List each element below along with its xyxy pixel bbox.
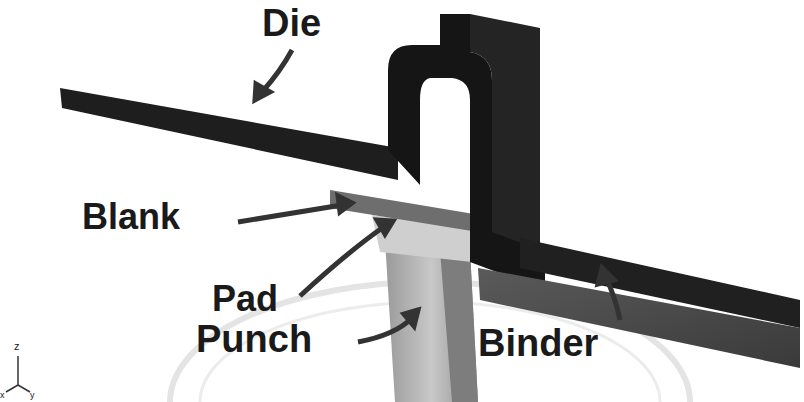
axis-label: y bbox=[30, 390, 35, 400]
punch-part bbox=[385, 240, 478, 402]
blank-part bbox=[330, 190, 480, 232]
leader-lines bbox=[238, 50, 620, 342]
axis-triad bbox=[6, 356, 30, 392]
die-part bbox=[470, 14, 540, 250]
punch-part bbox=[440, 250, 478, 402]
part-label: Die bbox=[262, 2, 321, 45]
axis-label: z bbox=[14, 340, 20, 352]
binder-part bbox=[478, 268, 800, 368]
part-label: Binder bbox=[478, 322, 598, 365]
axis-label: x bbox=[0, 390, 5, 400]
part-label: Pad bbox=[212, 278, 278, 320]
die-part bbox=[60, 88, 398, 180]
part-label: Punch bbox=[196, 318, 312, 361]
part-label: Blank bbox=[82, 196, 180, 238]
